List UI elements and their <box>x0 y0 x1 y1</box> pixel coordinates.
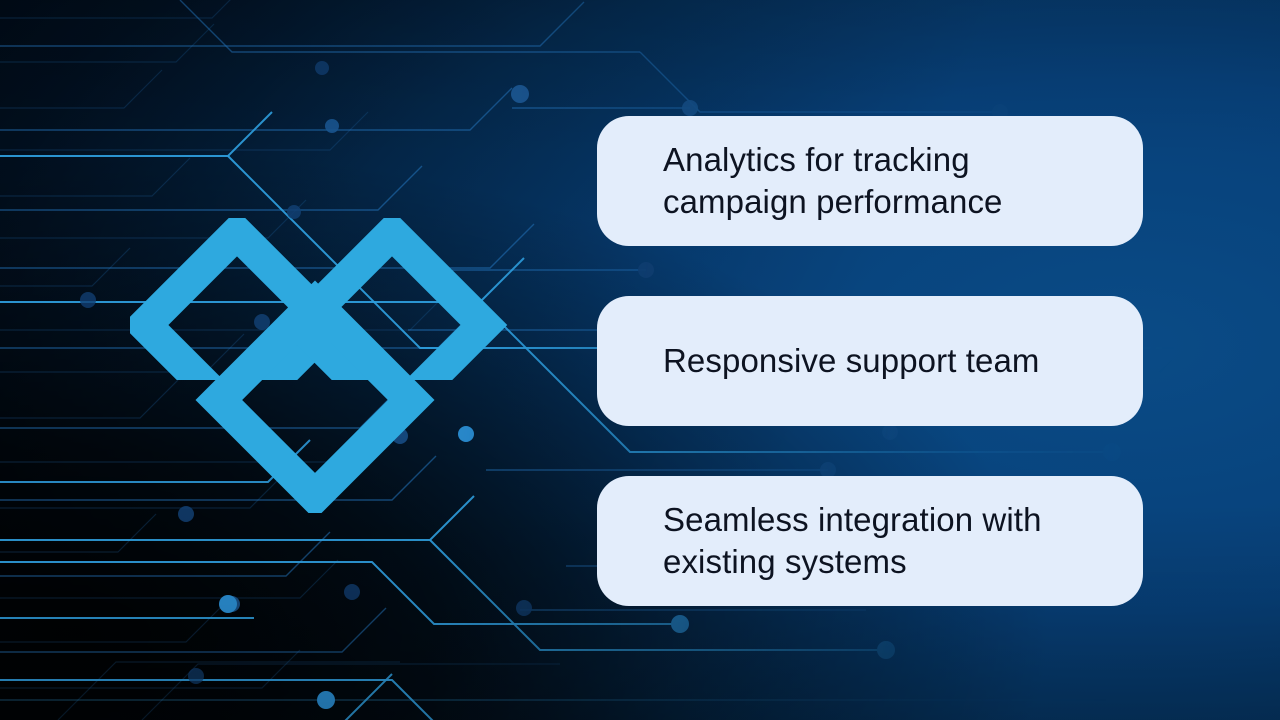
feature-card-analytics-label: Analytics for tracking campaign performa… <box>663 141 1003 220</box>
brand-logo <box>130 218 510 513</box>
feature-card-support-label: Responsive support team <box>663 342 1040 380</box>
feature-card-list: Analytics for tracking campaign performa… <box>597 116 1143 606</box>
feature-card-analytics[interactable]: Analytics for tracking campaign performa… <box>597 116 1143 246</box>
feature-card-support[interactable]: Responsive support team <box>597 296 1143 426</box>
feature-card-integration[interactable]: Seamless integration with existing syste… <box>597 476 1143 606</box>
feature-card-integration-label: Seamless integration with existing syste… <box>663 501 1042 580</box>
